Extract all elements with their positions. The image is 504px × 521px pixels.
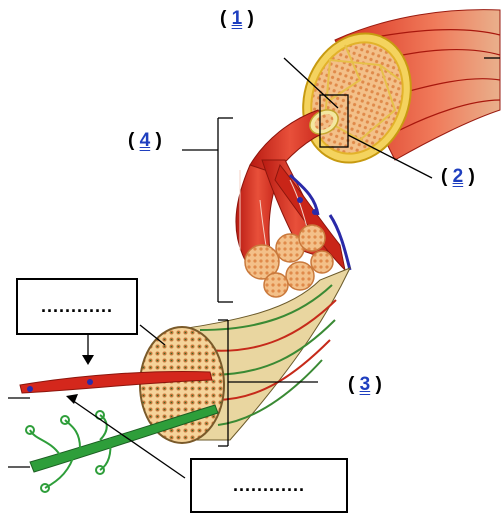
answer-box-top[interactable]: ............ <box>16 278 138 335</box>
label-3: ( 3 ) <box>348 374 382 396</box>
whole-muscle <box>286 10 500 178</box>
answer-box-bottom[interactable]: ............ <box>190 458 348 513</box>
label-4: ( 4 ) <box>128 130 162 152</box>
label-2: ( 2 ) <box>441 166 475 188</box>
label-1: ( 1 ) <box>220 8 254 30</box>
myofibril-bundle <box>140 268 350 443</box>
